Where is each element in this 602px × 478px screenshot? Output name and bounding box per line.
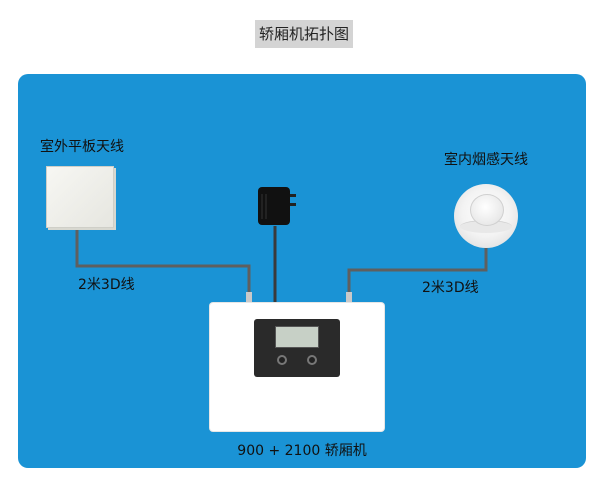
power-adapter-icon	[258, 187, 296, 225]
device-display-panel	[254, 319, 340, 377]
outdoor-panel-antenna-icon	[46, 166, 114, 228]
cable-left-label: 2米3D线	[78, 277, 135, 293]
connector-right	[346, 292, 352, 302]
cable-right-line	[347, 248, 488, 298]
repeater-device	[210, 303, 384, 431]
cable-right-label: 2米3D线	[422, 280, 479, 296]
topology-panel: 室外平板天线 室内烟感天线 2米3D线 2米3D线 900 + 2100 轿厢机	[18, 74, 586, 468]
device-caption: 900 + 2100 轿厢机	[237, 443, 367, 459]
device-button-left	[277, 355, 287, 365]
outdoor-antenna-label: 室外平板天线	[40, 139, 124, 155]
smoke-detector-antenna-icon	[454, 184, 518, 248]
indoor-antenna-label: 室内烟感天线	[444, 152, 528, 168]
connector-left	[246, 292, 252, 302]
device-button-right	[307, 355, 317, 365]
cable-left-line	[75, 228, 251, 298]
diagram-title: 轿厢机拓扑图	[255, 20, 353, 48]
smoke-antenna-dome	[470, 194, 504, 226]
cable-lines	[75, 187, 488, 303]
device-lcd-screen	[275, 326, 319, 348]
